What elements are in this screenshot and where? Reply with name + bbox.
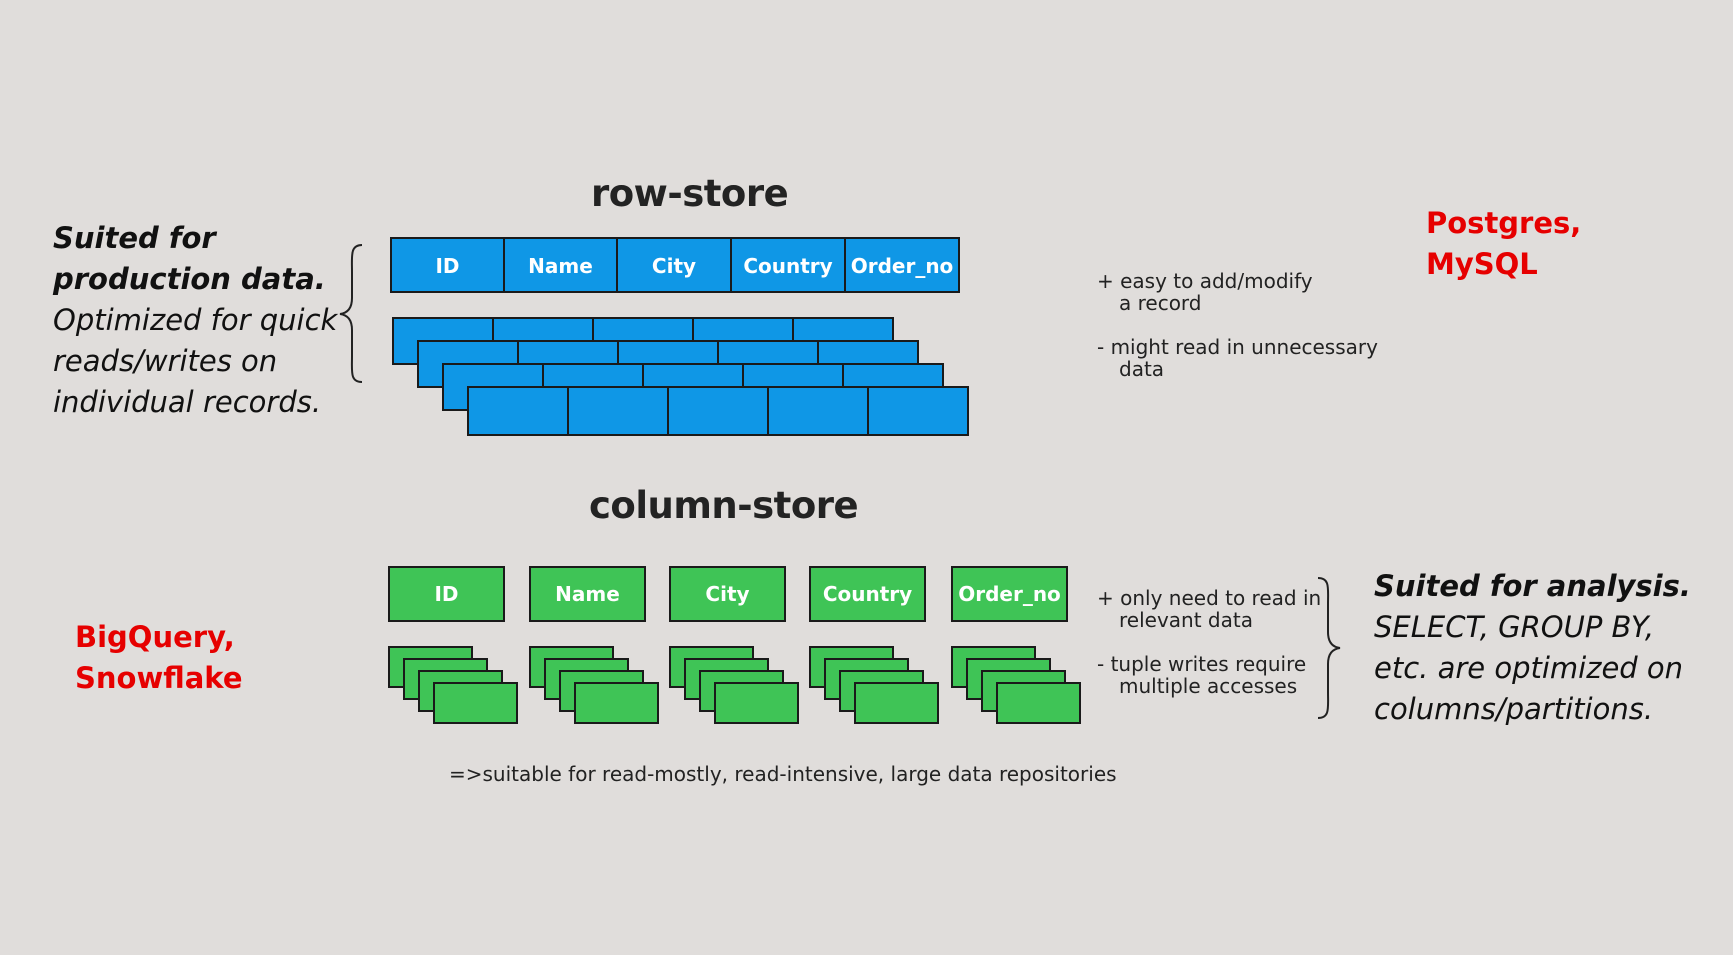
column-store-note-1-line-1: + only need to read in [1097,586,1322,610]
row-store-database-2: MySQL [1426,247,1538,281]
row-store-header-label: ID [435,254,459,278]
row-store-header-cell [390,237,505,293]
row-store-record-cell [767,386,869,436]
column-store-partition-stack [669,646,799,724]
row-store-header-label: Country [743,254,832,278]
column-store-header-cell [669,566,786,622]
row-store-record-cell [567,386,669,436]
column-store-note-1: + only need to read in relevant data [1097,587,1321,631]
row-store-note-1-line-2: a record [1119,291,1202,315]
row-store-note-2-line-1: - might read in unnecessary [1097,335,1378,359]
column-store-desc-italic-2: etc. are optimized on [1374,651,1684,685]
column-store-header-label: Country [823,582,912,606]
column-store-note-2-line-2: multiple accesses [1119,674,1298,698]
row-store-note-2-line-2: data [1119,357,1165,381]
column-store-partition [433,682,518,724]
row-store-description: Suited for production data. Optimized fo… [53,218,337,423]
column-store-header-label: ID [434,582,458,606]
row-store-databases: Postgres, MySQL [1426,203,1581,285]
column-store-note-2: - tuple writes require multiple accesses [1097,653,1306,697]
row-store-desc-bold-1: Suited for [53,221,216,255]
column-store-partition [996,682,1081,724]
column-store-partition-stack [529,646,659,724]
column-store-header-cell [529,566,646,622]
column-store-partition [714,682,799,724]
row-store-record-cell [667,386,769,436]
row-store-header-label: City [652,254,696,278]
row-store-title: row-store [591,172,789,215]
column-store-header-label: Name [555,582,620,606]
column-store-database-2: Snowflake [75,661,243,695]
row-store-note-2: - might read in unnecessary data [1097,336,1378,380]
row-store-note-1-line-1: + easy to add/modify [1097,269,1313,293]
column-store-header-label: City [705,582,749,606]
column-store-title: column-store [589,484,859,527]
column-store-description: Suited for analysis. SELECT, GROUP BY, e… [1374,566,1691,730]
row-store-desc-italic-1: Optimized for quick [53,303,338,337]
row-store-header-cell [503,237,618,293]
column-store-conclusion: =>suitable for read-mostly, read-intensi… [449,762,1117,786]
column-store-header-cell [388,566,505,622]
column-store-partition-stack [809,646,939,724]
column-store-partition [574,682,659,724]
column-store-desc-bold-1: Suited for analysis. [1374,569,1691,603]
column-store-header-label: Order_no [958,582,1061,606]
row-store-brace [339,244,363,383]
column-store-header-cell [951,566,1068,622]
column-store-note-1-line-2: relevant data [1119,608,1253,632]
row-store-header-cell [730,237,846,293]
row-store-header-cell [844,237,960,293]
column-store-header-cell [809,566,926,622]
row-store-header-cell [616,237,732,293]
column-store-desc-italic-3: columns/partitions. [1374,692,1654,726]
row-store-desc-bold-2: production data. [53,262,326,296]
column-store-partition [854,682,939,724]
column-store-partition-stack [388,646,518,724]
row-store-note-1: + easy to add/modify a record [1097,270,1313,314]
row-store-record [467,386,969,436]
row-store-database-1: Postgres, [1426,206,1582,240]
row-store-record-cell [867,386,969,436]
column-store-database-1: BigQuery, [75,620,235,654]
row-store-desc-italic-3: individual records. [53,385,322,419]
column-store-brace [1317,577,1341,719]
row-store-record-cell [467,386,569,436]
column-store-databases: BigQuery, Snowflake [75,617,243,699]
row-store-header-label: Name [528,254,593,278]
column-store-note-2-line-1: - tuple writes require [1097,652,1307,676]
row-store-desc-italic-2: reads/writes on [53,344,278,378]
column-store-desc-italic-1: SELECT, GROUP BY, [1374,610,1655,644]
row-store-header-label: Order_no [851,254,954,278]
column-store-partition-stack [951,646,1081,724]
